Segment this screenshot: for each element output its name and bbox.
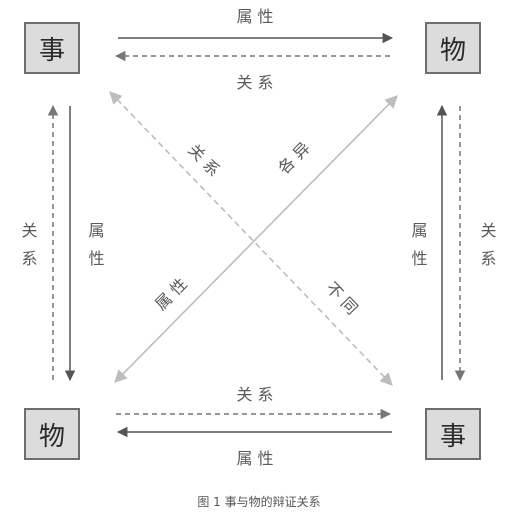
label-top-solid: 属 性 [236,7,273,26]
label-left-solid: 属性 [86,222,105,278]
label-diag-dashed-lower: 不 同 [322,278,361,318]
label-diag-solid-upper: 各 异 [274,138,314,178]
label-bottom-dashed: 关 系 [236,385,273,404]
label-diag-solid-lower: 属 性 [151,274,191,314]
label-right-solid: 属性 [409,222,428,278]
box-top-left: 事 [24,22,80,74]
label-right-dashed: 关系 [478,222,497,278]
label-bottom-solid: 属 性 [236,449,273,468]
arrow-diagonal-dashed [109,91,393,386]
figure-caption: 图 1 事与物的辩证关系 [197,495,321,509]
label-left-dashed: 关系 [19,222,38,278]
box-top-right: 物 [425,22,481,74]
arrow-diagonal-solid [114,95,398,383]
box-bottom-right: 事 [425,408,481,460]
box-bottom-left: 物 [24,408,80,460]
label-top-dashed: 关 系 [236,73,273,92]
